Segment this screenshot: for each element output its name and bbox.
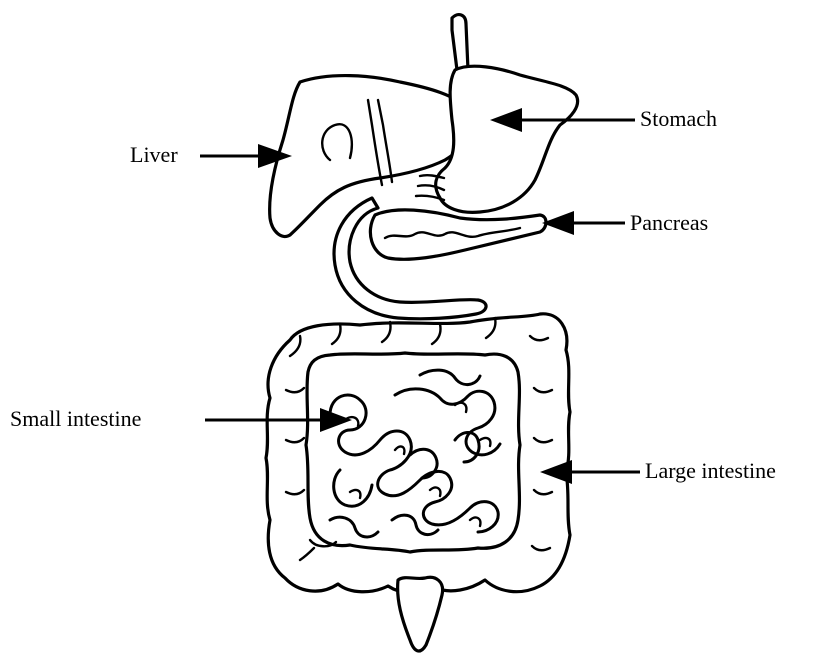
small-intestine	[330, 395, 498, 532]
label-large-intestine: Large intestine	[645, 460, 776, 482]
arrow-pancreas	[542, 211, 625, 235]
label-stomach: Stomach	[640, 108, 717, 130]
label-small-intestine: Small intestine	[10, 408, 141, 430]
liver	[270, 76, 474, 237]
stomach	[436, 66, 578, 212]
label-liver: Liver	[130, 144, 178, 166]
label-pancreas: Pancreas	[630, 212, 708, 234]
rectum	[398, 577, 443, 651]
